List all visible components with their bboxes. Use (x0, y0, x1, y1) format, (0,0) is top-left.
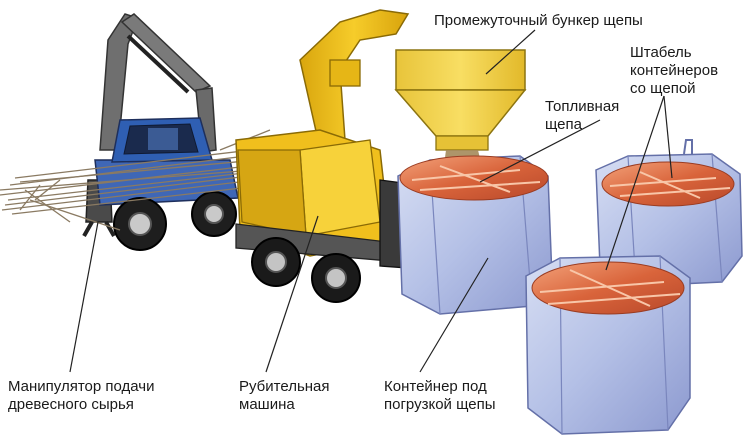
bag-front-right (525, 255, 691, 435)
hopper-label-line1: Промежуточный бункер щепы (434, 12, 643, 29)
container-label-line2: погрузкой щепы (384, 396, 496, 413)
fuel-chips-label-line2: щепа (545, 116, 582, 133)
container-label-line1: Контейнер под (384, 378, 487, 395)
manipulator-label: Манипулятор подачи древесного сырья (8, 378, 154, 414)
bag-back-right (595, 139, 743, 287)
stack-label-line3: со щепой (630, 80, 696, 97)
fuel-chips-label: Топливная щепа (545, 98, 619, 134)
hopper-label: Промежуточный бункер щепы (434, 12, 643, 30)
stack-label-line1: Штабель (630, 44, 692, 61)
chipper-machine (235, 9, 411, 303)
fuel-chips-label-line1: Топливная (545, 98, 620, 115)
chipper-label: Рубительная машина (239, 378, 330, 414)
chipper-label-line1: Рубительная (239, 378, 330, 395)
stack-label-line2: контейнеров (630, 62, 719, 79)
container-label: Контейнер под погрузкой щепы (384, 378, 496, 414)
stack-label: Штабель контейнеров со щепой (630, 44, 718, 98)
tractor (82, 13, 239, 251)
manipulator-label-line2: древесного сырья (8, 396, 134, 413)
callout-lines (69, 29, 673, 373)
chipper-label-line2: машина (239, 396, 295, 413)
manipulator-label-line1: Манипулятор подачи (8, 378, 155, 395)
